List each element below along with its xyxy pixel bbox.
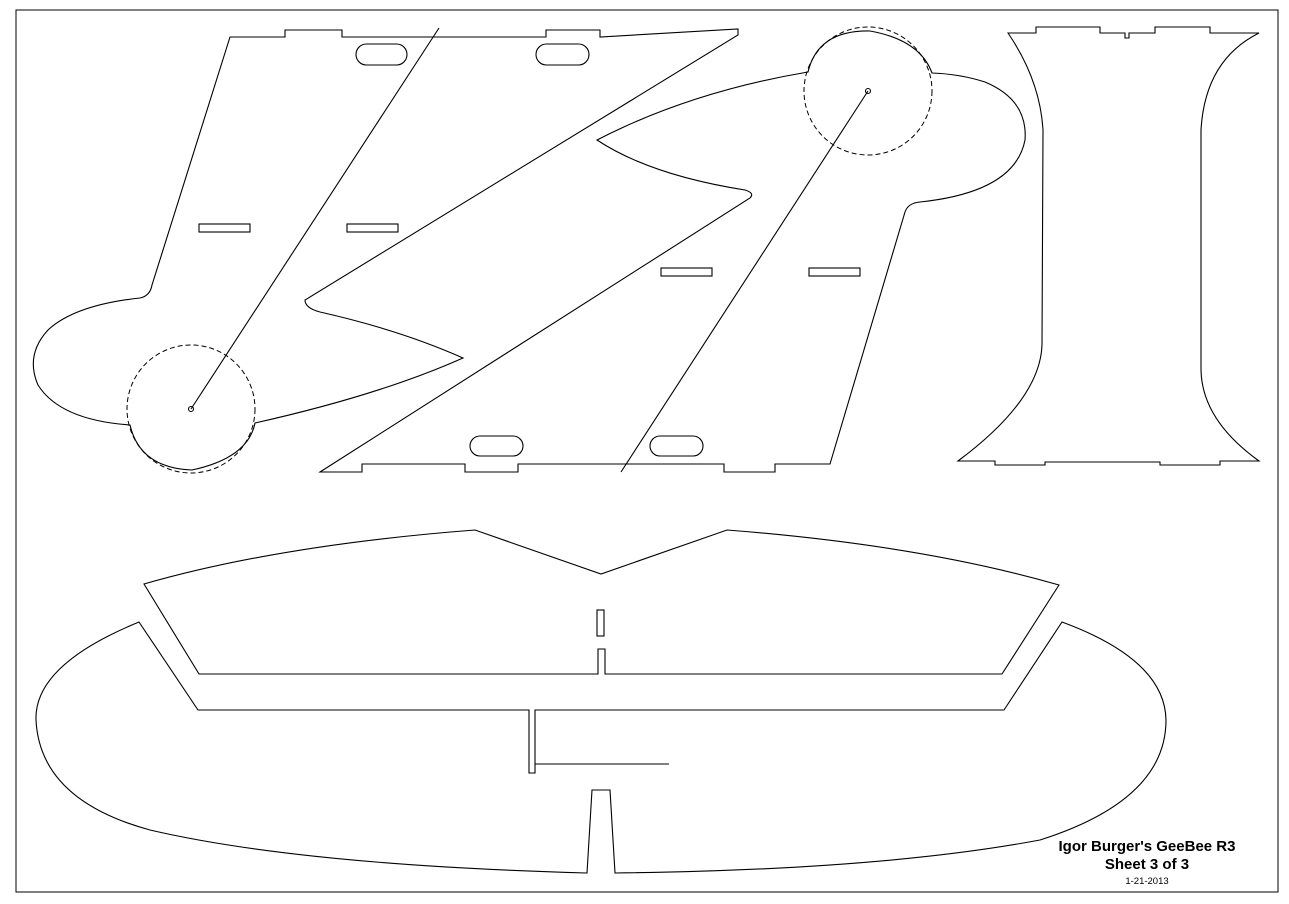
pivot-circle-left [126,344,256,474]
stabilizer-part [35,621,1167,874]
wing-slot [596,609,605,637]
slot-right-d [808,267,861,277]
sheet-number: Sheet 3 of 3 [1104,856,1190,873]
pivot-hole-left [187,405,195,413]
former-part [956,26,1261,466]
former-outline [956,26,1261,466]
slot-left-a [355,43,408,66]
slot-left-c [198,223,251,233]
drawing-title: Igor Burger's GeeBee R3 [1058,838,1236,855]
slot-right-b [649,435,704,457]
slot-right-c [660,267,713,277]
hinge-line-right [620,90,869,473]
slot-left-d [346,223,399,233]
fin-part-left [32,27,739,474]
pivot-hole-right [864,87,872,95]
fin-part-right [318,26,1026,473]
fin-left-outline [32,28,739,471]
slot-left-b [535,43,590,66]
wing-panel [143,529,1060,675]
hinge-line-left [190,27,440,410]
slot-right-a [469,435,524,457]
wing-panel-outline [143,529,1060,675]
sheet-border [15,9,1279,893]
fin-right-outline [318,30,1026,473]
stabilizer-outline [35,621,1167,874]
drawing-date: 1-21-2013 [1125,876,1169,887]
pivot-circle-right [803,26,933,156]
title-block: Igor Burger's GeeBee R3 Sheet 3 of 3 1-2… [1027,838,1267,888]
